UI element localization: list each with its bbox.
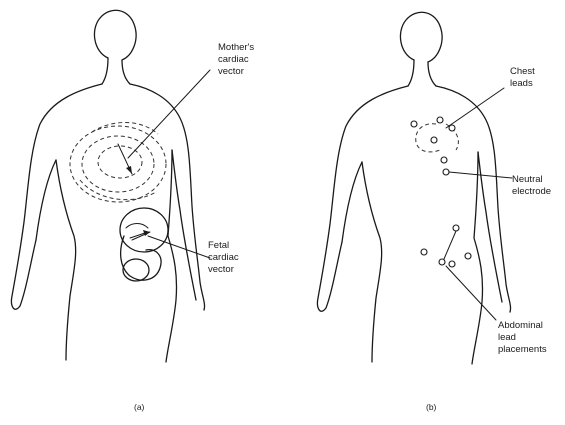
- chest-electrode: [431, 137, 437, 143]
- abdominal-electrode: [439, 259, 445, 265]
- abdominal-electrode: [465, 253, 471, 259]
- abdominal-leads-label: Abdominal lead placements: [498, 320, 547, 355]
- abdominal-electrode: [453, 225, 459, 231]
- mother-heart-field: [70, 123, 166, 203]
- fetal-vector-leader: [148, 236, 210, 258]
- abdominal-electrode: [449, 261, 455, 267]
- fetal-vector-label: Fetal cardiac vector: [208, 240, 241, 275]
- fetus-figure: [120, 208, 168, 281]
- neutral-electrode: [443, 169, 449, 175]
- mother-vector-label: Mother's cardiac vector: [218, 42, 257, 77]
- mother-vector-leader: [128, 70, 210, 158]
- chest-leads-leader: [446, 88, 504, 128]
- abdominal-electrode: [421, 249, 427, 255]
- panel-a: Mother's cardiac vector Fetal cardiac ve…: [11, 10, 256, 412]
- panel-b: Chest leads Neutral electrode Abdominal …: [317, 12, 551, 412]
- panel-b-caption: (b): [426, 402, 437, 412]
- mother-vector-arrow: [118, 144, 132, 174]
- fetal-vector-arrow: [132, 230, 150, 240]
- abdominal-electrodes: [421, 225, 471, 267]
- chest-leads-label: Chest leads: [510, 66, 537, 89]
- panel-b-body-outline: [317, 12, 510, 364]
- neutral-electrode-label: Neutral electrode: [512, 174, 551, 197]
- panel-a-body-outline: [11, 10, 204, 362]
- chest-electrode: [411, 121, 417, 127]
- chest-electrode: [437, 117, 443, 123]
- panel-a-caption: (a): [134, 402, 145, 412]
- chest-electrode: [441, 157, 447, 163]
- abdominal-leads-leader: [446, 266, 496, 320]
